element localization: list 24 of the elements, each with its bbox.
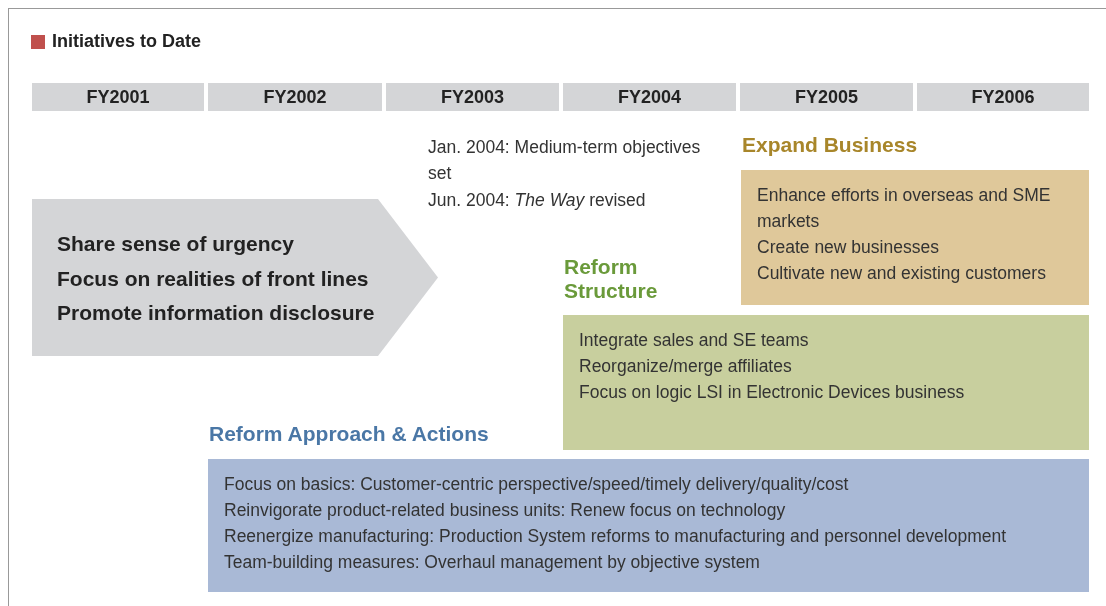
bullet-text: Integrate sales and SE teams (579, 329, 810, 352)
bullet-text: Cultivate new and existing customers (757, 262, 1047, 285)
milestone-note: Jun. 2004: The Way revised (428, 189, 647, 212)
statement-text: Focus on realities of front lines (57, 266, 369, 291)
title: Initiatives to Date (52, 31, 202, 52)
statement-text: Share sense of urgency (57, 232, 294, 256)
year-header: FY2006 (917, 83, 1089, 111)
bullet-text: Reorganize/merge affiliates (579, 355, 793, 378)
year-header: FY2003 (386, 83, 559, 111)
bullet-text: Reinvigorate product-related business units: Renew focus on technology (224, 499, 787, 522)
bullet-text: Create new businesses (757, 236, 940, 259)
year-header: FY2005 (740, 83, 913, 111)
section-heading: Reform Structure (564, 255, 659, 303)
bullet-text: Focus on basics: Customer-centric perspective/speed/timely delivery/quality/cost (224, 473, 850, 496)
bullet-text: Reenergize manufacturing: Production System reforms to manufacturing and personnel development (224, 525, 1008, 548)
year-header: FY2001 (32, 83, 204, 111)
section-heading: Expand Business (742, 133, 918, 157)
year-header: FY2002 (208, 83, 382, 111)
bullet-text: Enhance efforts in overseas and SME markets (757, 184, 1052, 233)
year-header: FY2004 (563, 83, 736, 111)
bullet-text: Focus on logic LSI in Electronic Devices business (579, 381, 966, 404)
statement-text: Promote information disclosure (57, 301, 375, 325)
bullet-text: Team-building measures: Overhaul management by objective system (224, 551, 761, 574)
section-heading: Reform Approach & Actions (209, 422, 489, 446)
